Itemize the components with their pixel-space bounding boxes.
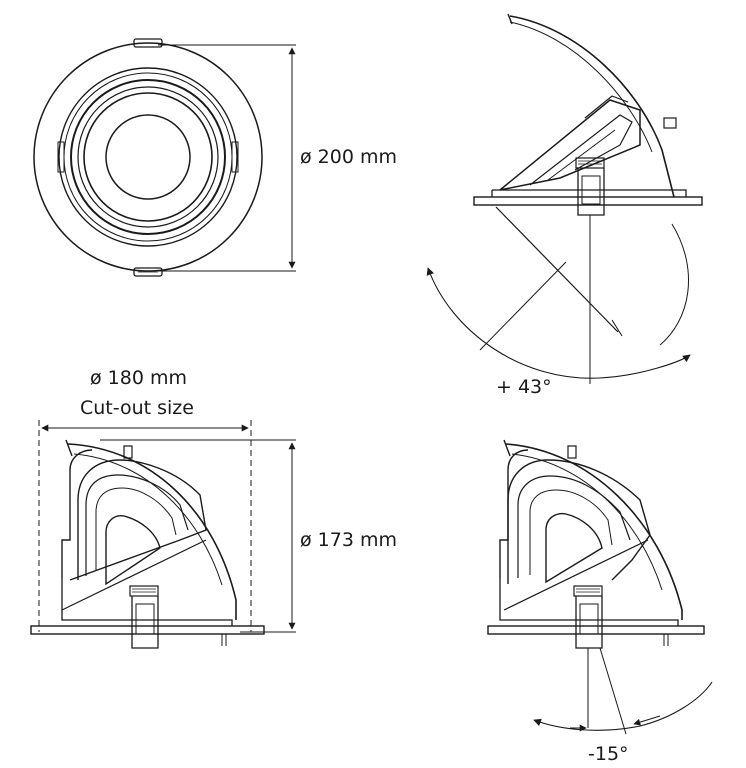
side-view-tilt-positive: + 43° — [426, 13, 703, 398]
label-cutout-diameter: ø 180 mm — [90, 367, 187, 389]
label-tilt-negative: -15° — [588, 743, 629, 765]
label-cutout-caption: Cut-out size — [80, 397, 194, 419]
label-height: ø 173 mm — [300, 529, 397, 551]
label-tilt-positive: + 43° — [496, 376, 552, 398]
dimension-height: ø 173 mm — [100, 439, 397, 633]
side-view-tilt-negative: -15° — [487, 439, 713, 765]
side-view-cutout: ø 180 mm Cut-out size — [30, 367, 265, 649]
dimension-outer-diameter: ø 200 mm — [158, 44, 397, 272]
label-outer-diameter: ø 200 mm — [300, 146, 397, 168]
front-view — [33, 38, 263, 277]
